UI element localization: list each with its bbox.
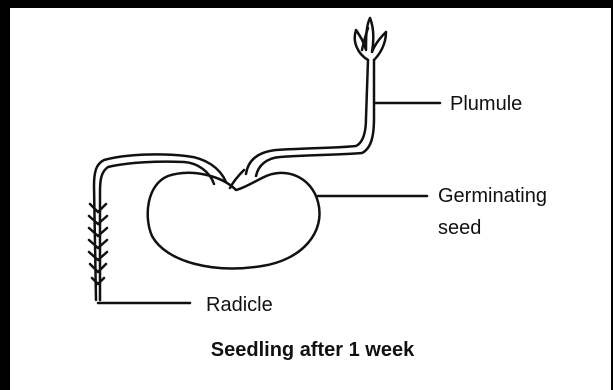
radicle-label: Radicle [206, 292, 273, 318]
diagram-caption: Seedling after 1 week [0, 339, 613, 362]
plumule-leaves [355, 18, 386, 60]
plumule-label: Plumule [450, 91, 522, 117]
plumule-outer [246, 60, 368, 174]
germinating-label: Germinating [438, 183, 547, 209]
root-hairs [89, 204, 107, 284]
seed-label: seed [438, 215, 481, 241]
seed-seam [230, 170, 244, 188]
radicle-outer [94, 154, 226, 300]
seed-shape [148, 173, 320, 269]
plumule-inner [256, 60, 374, 176]
